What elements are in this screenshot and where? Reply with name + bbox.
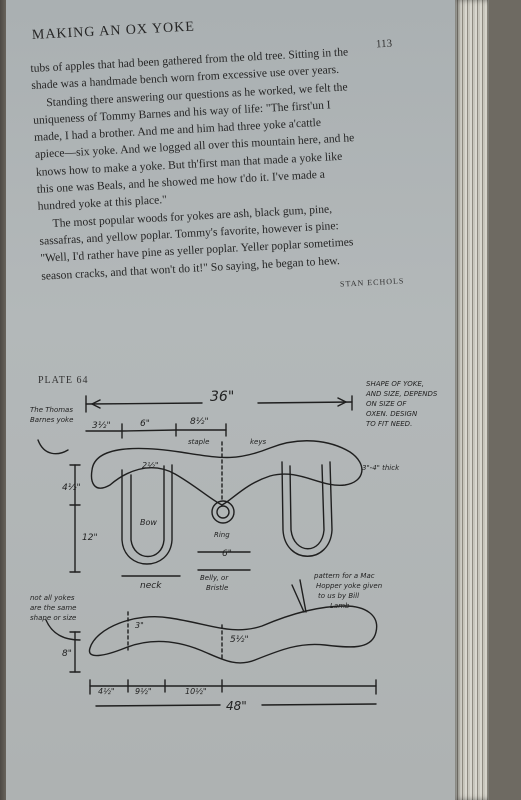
shape-note-line: AND SIZE, DEPENDS [365,390,438,398]
top-width-label: 36" [210,389,234,405]
shape-note-line: OXEN. DESIGN [366,410,418,418]
bow-top-label: 2½" [142,461,159,470]
note-arrow [45,619,81,641]
shape-note-line: TO FIT NEED. [366,420,412,428]
dimension-line [85,402,203,405]
dim-label: 4½" [98,687,115,696]
dimension-line [95,704,221,707]
neck-label: neck [140,581,162,591]
not-all-note: not all yokes [30,594,75,602]
dim-label: 6" [140,419,150,429]
pattern-arrow [291,579,307,613]
left-bow [121,464,173,565]
belly-width-label: 6" [222,549,232,559]
ring [211,500,235,524]
height-label: 8" [62,649,72,659]
not-all-note: shape or size [30,614,76,622]
thickness-label: 3"-4" thick [362,464,400,472]
dim-label: 3" [135,621,144,630]
thomas-note-line: Barnes yoke [30,416,73,424]
note-arrow [37,439,69,455]
bow-length-label: 12" [82,533,98,543]
bottom-yoke-body [88,605,378,664]
page-edges [455,0,488,800]
pattern-note: Lamb [330,602,350,610]
plate-label: PLATE 64 [38,375,89,386]
dim-label: 3½" [92,421,111,431]
belly-label: Belly, or [200,574,229,582]
belly-label: Bristle [206,584,228,592]
pattern-note: Hopper yoke given [316,582,382,590]
staple-label: staple [188,438,209,446]
not-all-note: are the same [30,604,76,612]
left-bow-inner [130,465,165,557]
pattern-note: to us by Bill [318,592,359,600]
arrowheads [91,397,347,409]
right-bow [281,461,333,557]
pattern-note: pattern for a Mac [313,572,375,580]
bottom-width-label: 48" [226,699,247,713]
thomas-note-line: The Thomas [30,406,73,414]
top-yoke-body [90,440,363,506]
height-label: 4½" [62,483,81,493]
ring-inner [216,505,230,519]
dim-label: 8½" [190,417,209,427]
ring-label: Ring [214,531,230,539]
dimension-line [121,429,177,432]
dim-label: 5½" [230,635,249,645]
right-bow-inner [289,464,325,550]
dim-label: 10½" [185,687,207,696]
dimension-line [257,401,353,404]
shape-note-line: SHAPE OF YOKE, [366,380,424,388]
shape-note-line: ON SIZE OF [366,400,407,408]
dimension-line [261,703,377,706]
bow-label: Bow [140,518,157,527]
dim-label: 9½" [135,687,152,696]
keys-label: keys [250,438,267,446]
